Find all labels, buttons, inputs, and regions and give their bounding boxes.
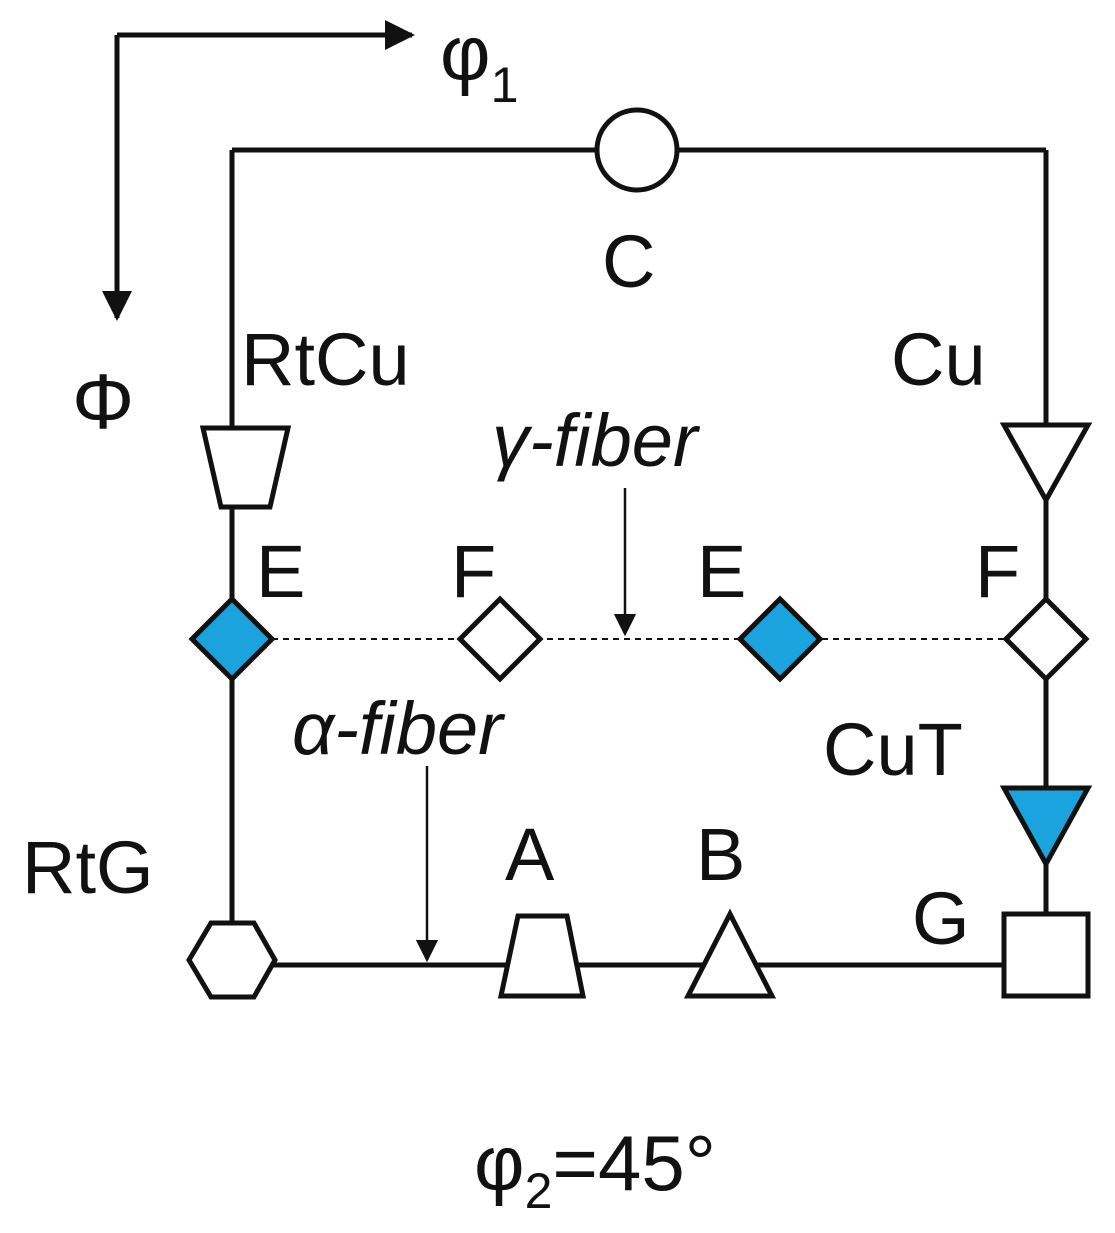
label-A: A <box>505 813 555 896</box>
cube-marker <box>594 107 680 193</box>
e-orientation-left-marker <box>188 595 276 683</box>
label-RtG: RtG <box>22 826 154 909</box>
goss-marker <box>1001 911 1091 999</box>
rotated-goss-marker <box>186 920 278 1000</box>
phi1-axis-label: φ1 <box>440 9 518 113</box>
label-C: C <box>602 220 655 303</box>
label-F-right: F <box>975 530 1020 613</box>
section-caption: φ2=45° <box>474 1119 716 1219</box>
rotated-copper-marker <box>199 425 292 510</box>
alpha-fiber-label: α-fiber <box>292 687 506 770</box>
f-orientation-right-marker <box>1002 595 1090 683</box>
gamma-fiber-label: γ-fiber <box>492 399 701 482</box>
copper-twin-marker <box>999 785 1093 870</box>
phi2-subscript: 2 <box>525 1163 553 1219</box>
a-orientation-marker <box>497 913 587 999</box>
alpha-fiber-annotation: α-fiber <box>292 687 506 963</box>
phi2-value: =45° <box>552 1119 716 1207</box>
e-orientation-mid-marker <box>736 595 824 683</box>
label-E-left: E <box>256 530 305 613</box>
label-CuT: CuT <box>823 708 963 791</box>
label-F-mid: F <box>451 530 496 613</box>
label-RtCu: RtCu <box>241 318 410 401</box>
axes-indicator: φ1 Φ <box>72 9 518 445</box>
label-Cu: Cu <box>891 318 986 401</box>
label-B: B <box>696 813 745 896</box>
copper-marker <box>999 422 1093 506</box>
phi2-symbol: φ <box>474 1119 525 1207</box>
b-orientation-marker <box>683 908 777 999</box>
phi1-subscript: 1 <box>491 57 519 113</box>
Phi-axis-label: Φ <box>72 357 134 445</box>
phi1-symbol: φ <box>440 9 491 97</box>
gamma-fiber-annotation: γ-fiber <box>492 399 701 637</box>
label-E-mid: E <box>697 530 746 613</box>
f-orientation-mid-marker <box>456 595 544 683</box>
label-G: G <box>912 877 970 960</box>
